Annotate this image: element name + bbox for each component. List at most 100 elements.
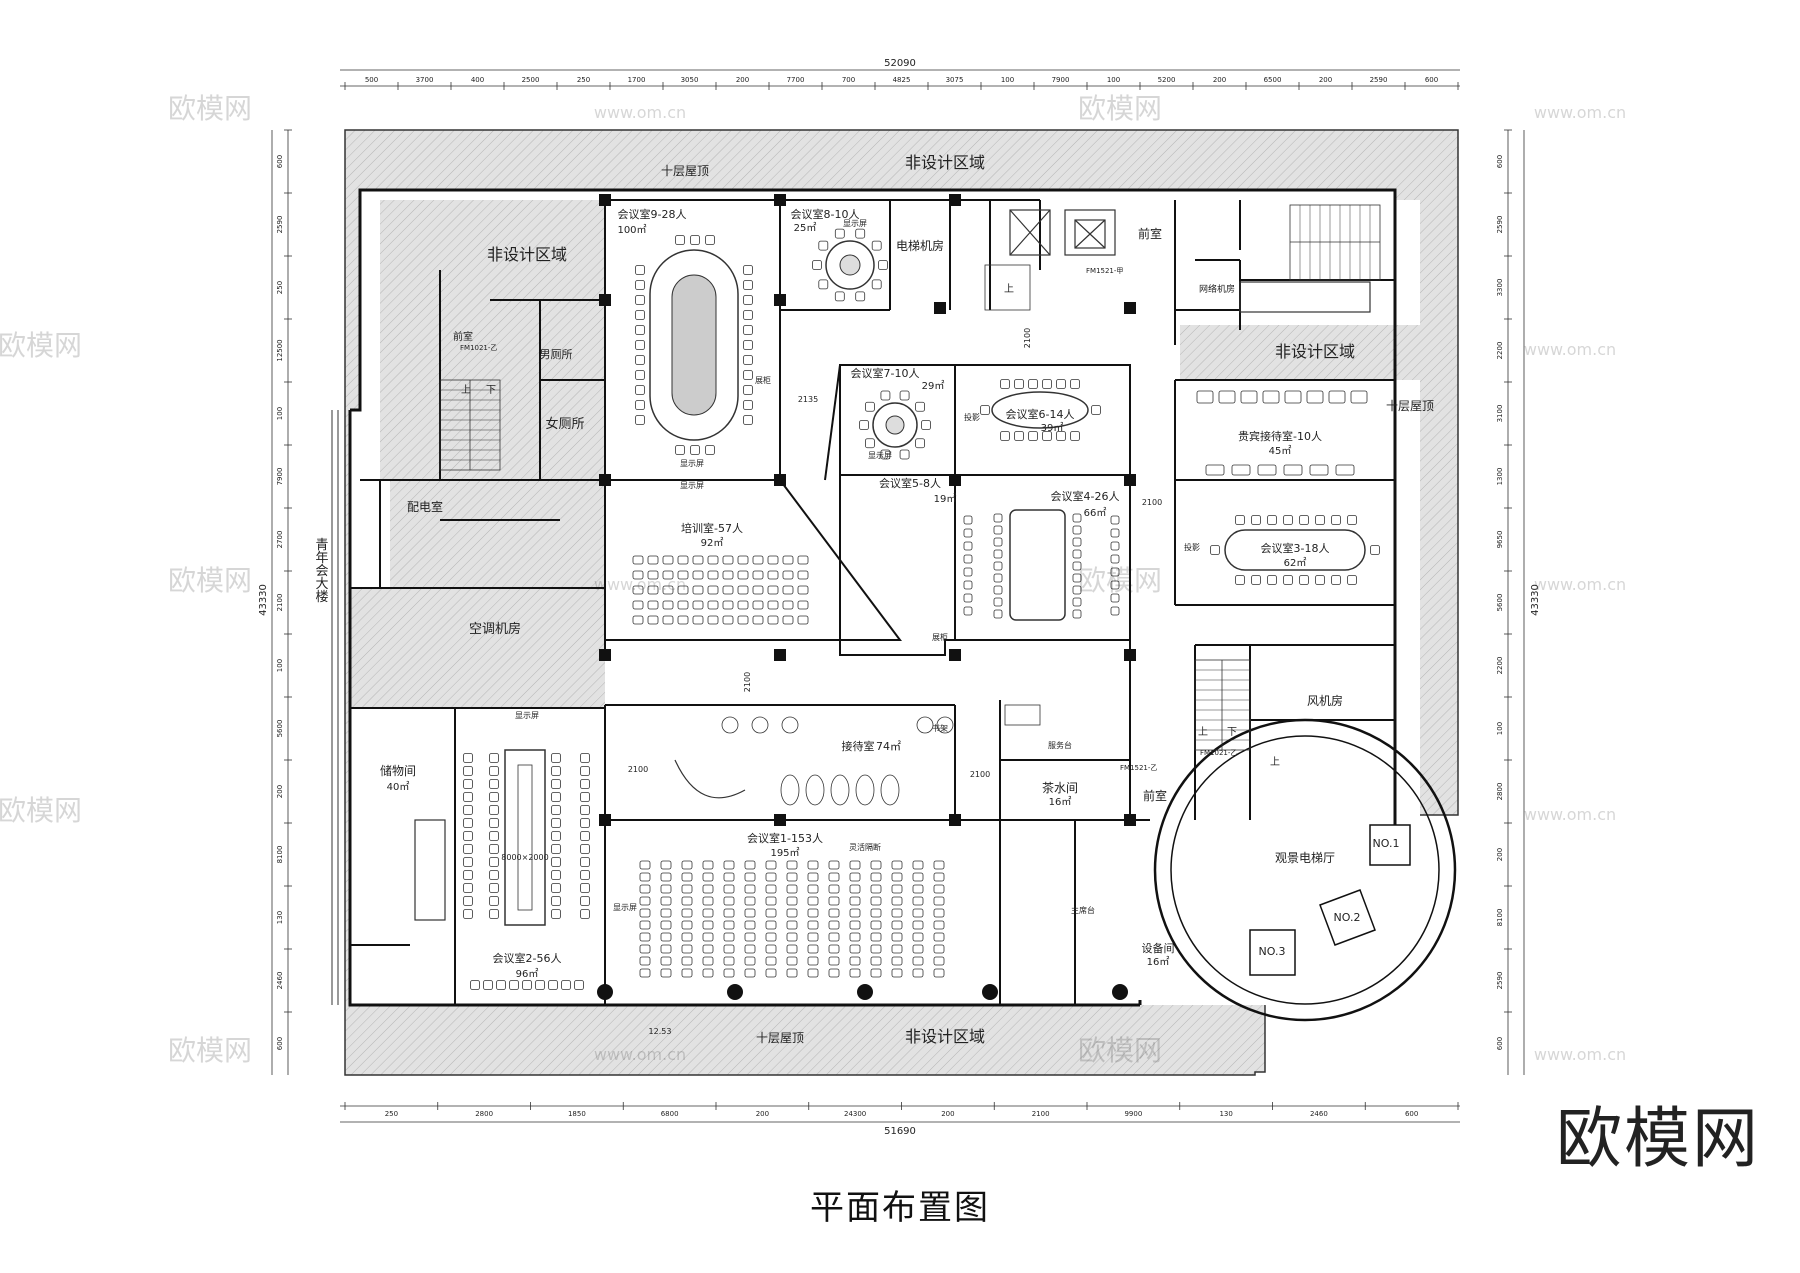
chair: [871, 279, 882, 290]
vip-reception-sofas: [1196, 390, 1368, 476]
dimension-label: 600: [1425, 76, 1438, 84]
chair: [707, 615, 719, 625]
chair: [463, 766, 473, 776]
chair: [662, 555, 674, 565]
chair: [870, 968, 882, 978]
left-total-dimension: 43330: [258, 584, 269, 616]
chair: [635, 295, 645, 305]
chair: [993, 525, 1003, 535]
chair: [744, 956, 756, 966]
dimension-label: 200: [276, 785, 284, 798]
chair: [807, 968, 819, 978]
chair: [681, 920, 693, 930]
dimension-label: 200: [1496, 848, 1504, 861]
meeting-room-8-table: [825, 240, 875, 290]
dimension-label: 200: [941, 1110, 954, 1118]
chair: [635, 310, 645, 320]
chair: [677, 600, 689, 610]
dimension-label: 2200: [1496, 657, 1504, 675]
dimension-label: 250: [276, 281, 284, 294]
chair: [1267, 515, 1277, 525]
chair: [1042, 431, 1052, 441]
chair: [1056, 379, 1066, 389]
chair: [551, 870, 561, 880]
chair: [1306, 390, 1324, 404]
chair: [1028, 431, 1038, 441]
chair: [675, 235, 685, 245]
chair: [807, 944, 819, 954]
sightseeing-hall-label: 观景电梯厅: [1275, 851, 1335, 865]
chair: [509, 980, 519, 990]
chair: [807, 896, 819, 906]
meeting-room-9-chairs: [635, 235, 753, 455]
dimension-label: 1850: [568, 1110, 586, 1118]
chair: [660, 872, 672, 882]
chair: [690, 445, 700, 455]
training-room-seats: [632, 555, 809, 625]
dimension-label: 200: [1319, 76, 1332, 84]
column: [774, 294, 786, 306]
chair: [489, 857, 499, 867]
dimension-label: 2700: [276, 531, 284, 549]
stair-down-left: 下: [486, 385, 496, 396]
chair: [639, 884, 651, 894]
elevator-no2-label: NO.2: [1334, 911, 1361, 924]
chair: [1110, 567, 1120, 577]
chair: [912, 956, 924, 966]
stair-down-mid: 下: [1227, 727, 1237, 738]
projection-m6: 投影: [964, 412, 980, 422]
chair: [870, 860, 882, 870]
chair: [786, 968, 798, 978]
dimension-label: 130: [1219, 1110, 1232, 1118]
chair: [849, 860, 861, 870]
chair: [767, 555, 779, 565]
structural-columns: [597, 194, 1136, 1000]
chair: [463, 792, 473, 802]
dimension-label: 2590: [276, 216, 284, 234]
stair-up-top: 上: [1004, 283, 1014, 295]
non-design-right-label: 非设计区域: [1275, 342, 1355, 361]
chair: [737, 600, 749, 610]
chair: [849, 968, 861, 978]
lounge-chair: [805, 774, 825, 806]
elevator-shafts: [414, 209, 1371, 921]
chair: [489, 896, 499, 906]
stair-up-mid: 上: [1198, 726, 1208, 738]
chair: [993, 537, 1003, 547]
chair: [807, 884, 819, 894]
inner-dim-2100-d: 2100: [628, 765, 648, 774]
dimension-label: 4825: [893, 76, 911, 84]
chair: [752, 600, 764, 610]
dimension-label: 3050: [681, 76, 699, 84]
chair: [1251, 515, 1261, 525]
display-screen-m9: 显示屏: [680, 459, 704, 468]
chair: [639, 872, 651, 882]
chair: [580, 831, 590, 841]
chair: [737, 570, 749, 580]
chair: [463, 909, 473, 919]
chair: [632, 585, 644, 595]
chair: [786, 896, 798, 906]
chair: [496, 980, 506, 990]
chair: [702, 884, 714, 894]
chair: [933, 860, 945, 870]
chair: [662, 615, 674, 625]
chair: [818, 279, 829, 290]
chair: [1072, 585, 1082, 595]
brand-logo: 欧模网: [1556, 1100, 1760, 1177]
chair: [765, 944, 777, 954]
chair: [723, 944, 735, 954]
chair: [635, 280, 645, 290]
chair: [1091, 405, 1101, 415]
inner-dim-2100-a: 2100: [1023, 328, 1032, 348]
round-column: [857, 984, 873, 1000]
ac-room: 空调机房: [469, 621, 521, 637]
right-total-dimension: 43330: [1530, 584, 1541, 616]
chair: [782, 600, 794, 610]
chair: [870, 872, 882, 882]
vestibule-left: 前室: [453, 330, 473, 343]
chair: [912, 944, 924, 954]
service-desk: 服务台: [1048, 740, 1072, 750]
chair: [580, 857, 590, 867]
